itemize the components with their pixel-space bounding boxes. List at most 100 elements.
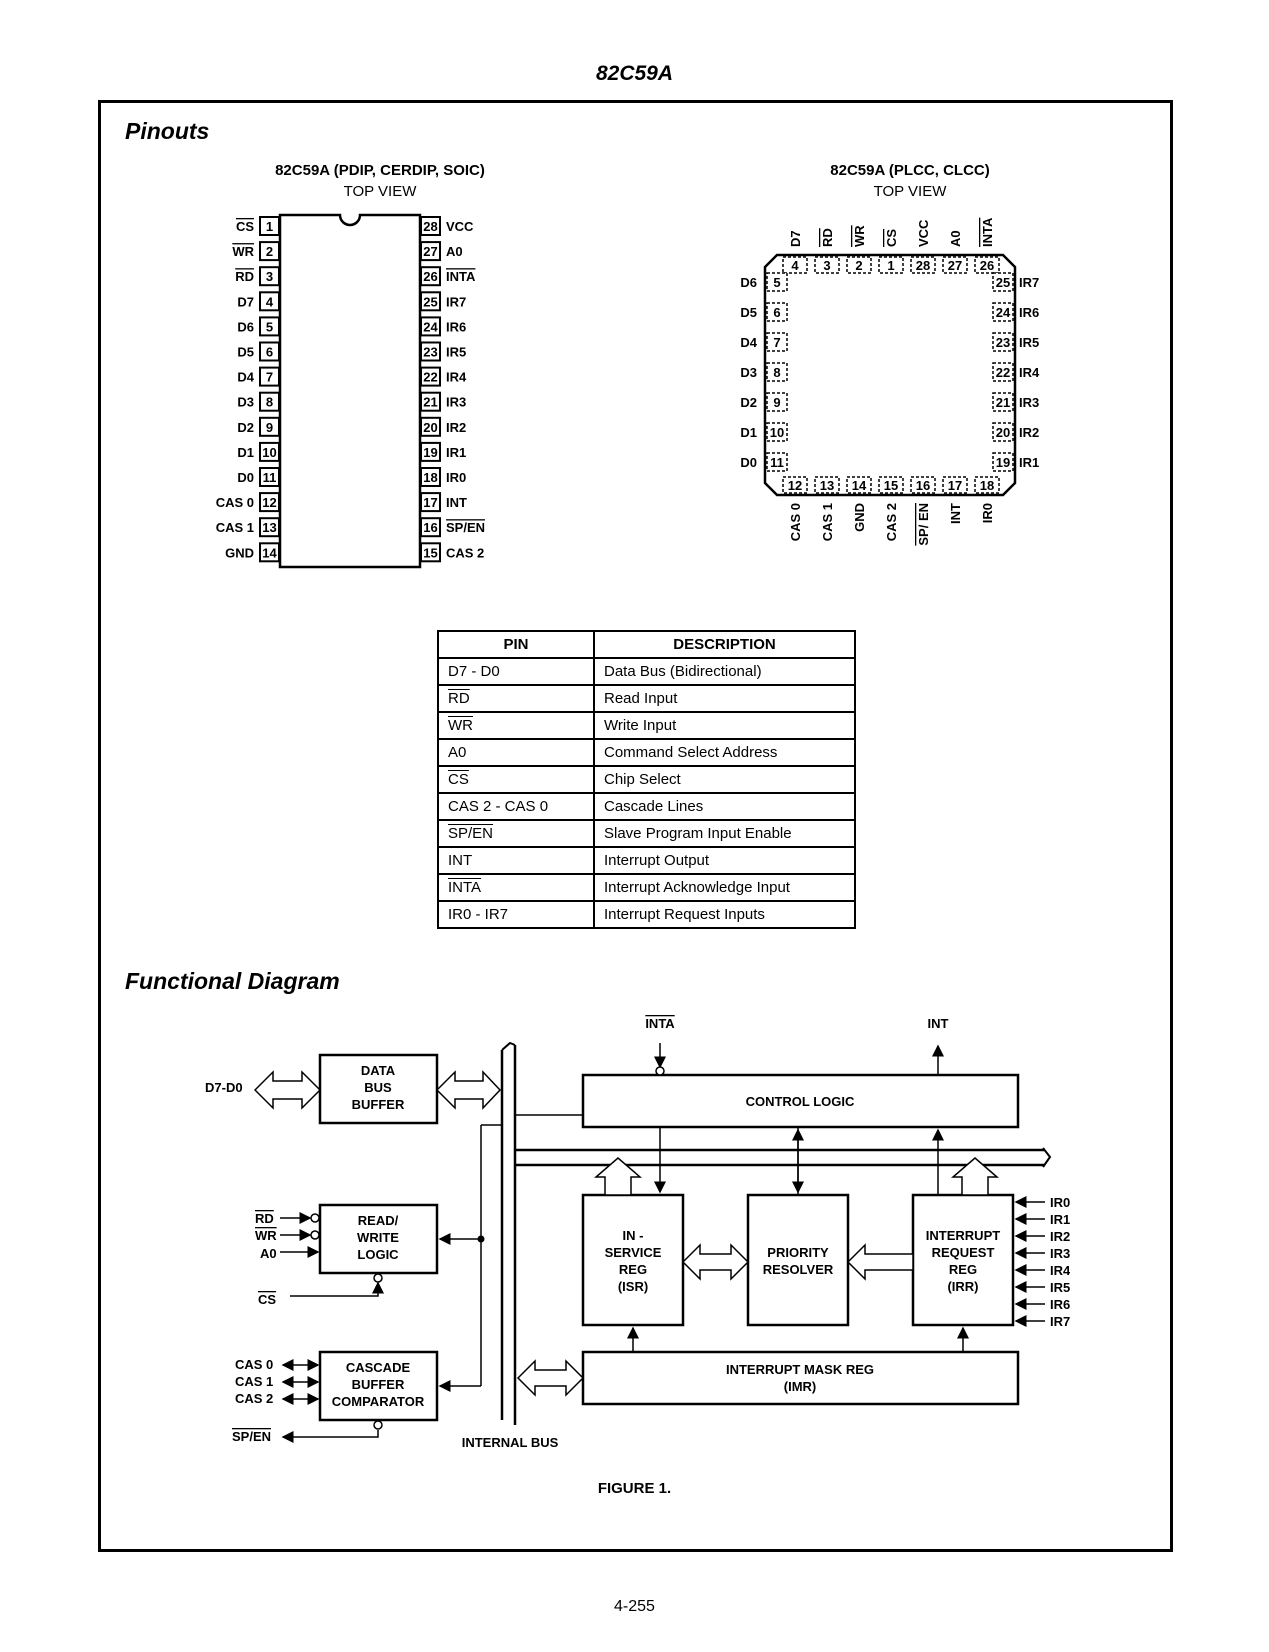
pin-name: CS — [448, 771, 469, 788]
plcc-pin-name: IR3 — [1019, 395, 1039, 410]
irr-bus-arrow — [950, 1157, 1000, 1196]
plcc-pin-number: 6 — [773, 305, 780, 320]
plcc-pin-number: 22 — [996, 365, 1010, 380]
dip-pin-number: 15 — [423, 545, 437, 560]
cas1-label: CAS 1 — [235, 1374, 273, 1389]
plcc-pin-number: 1 — [887, 258, 894, 273]
d7-d0-label: D7-D0 — [205, 1080, 243, 1095]
dip-pin-number: 14 — [262, 545, 277, 560]
irr-line3: REG — [949, 1262, 977, 1277]
spen-bubble — [373, 1420, 383, 1430]
pin-name: INT — [448, 852, 473, 869]
ir-input: IR5 — [1014, 1280, 1070, 1295]
table-row: CS Chip Select — [437, 765, 856, 794]
irr-line2: REQUEST — [932, 1245, 995, 1260]
dip-pin-number: 12 — [262, 495, 276, 510]
dip-pin-number: 6 — [266, 345, 273, 360]
dip-pin-name: D5 — [237, 345, 254, 360]
isr-line4: (ISR) — [618, 1279, 648, 1294]
irr-block — [911, 1193, 1015, 1327]
dip-pin-left: 4D7 — [237, 291, 280, 312]
plcc-pin-name: IR0 — [980, 503, 995, 523]
imr-line1: INTERRUPT MASK REG — [726, 1362, 874, 1377]
plcc-pin-name: D6 — [740, 275, 757, 290]
dip-pin-name: IR1 — [446, 445, 466, 460]
plcc-pin-left: 8 D3 — [740, 362, 788, 382]
ir-input: IR0 — [1014, 1195, 1070, 1210]
plcc-pin-number: 21 — [996, 395, 1010, 410]
dip-pin-name: INT — [446, 495, 467, 510]
imr-line2: (IMR) — [784, 1379, 817, 1394]
dip-pin-name: IR2 — [446, 420, 466, 435]
bus-imr-arrow — [516, 1359, 585, 1397]
plcc-pin-name: D1 — [740, 425, 757, 440]
description-cell: Interrupt Acknowledge Input — [593, 873, 856, 902]
cas2-label: CAS 2 — [235, 1391, 273, 1406]
dip-pin-name: INTA — [446, 269, 476, 284]
dip-pin-number: 11 — [263, 470, 277, 485]
dip-pin-number: 22 — [423, 370, 437, 385]
plcc-pin-number: 15 — [884, 478, 898, 493]
plcc-pin-name: RD — [820, 228, 835, 247]
internal-bus — [500, 1045, 517, 1425]
plcc-pin-number: 12 — [788, 478, 802, 493]
dip-pin-name: CAS 2 — [446, 545, 484, 560]
pin-name: SP/EN — [448, 825, 494, 842]
table-header-row: PIN DESCRIPTION — [437, 630, 856, 659]
functional-diagram-title: Functional Diagram — [125, 968, 340, 994]
plcc-pin-name: D0 — [740, 455, 757, 470]
dip-caption: 82C59A (PDIP, CERDIP, SOIC) TOP VIEW — [220, 160, 540, 202]
plcc-pin-number: 17 — [948, 478, 962, 493]
plcc-pin-name: WR — [852, 225, 867, 247]
plcc-pin-number: 3 — [823, 258, 830, 273]
plcc-caption-title: 82C59A (PLCC, CLCC) — [830, 162, 990, 179]
plcc-pin-top: 3 RD — [814, 228, 840, 274]
plcc-pin-name: SP/ EN — [916, 503, 931, 546]
isr-line3: REG — [619, 1262, 647, 1277]
data-bus-external-arrow — [253, 1070, 322, 1110]
plcc-pin-name: GND — [852, 503, 867, 532]
dip-pin-name: D7 — [237, 294, 254, 309]
pin-cell: D7 - D0 — [437, 657, 595, 686]
irr-line4: (IRR) — [947, 1279, 978, 1294]
pin-cell: CAS 2 - CAS 0 — [437, 792, 595, 821]
plcc-pin-number: 16 — [916, 478, 930, 493]
spen-label: SP/EN — [232, 1429, 271, 1444]
plcc-pin-number: 8 — [773, 365, 780, 380]
plcc-pin-name: D3 — [740, 365, 757, 380]
plcc-pin-top: 2WR — [846, 225, 872, 274]
plcc-pin-name: IR2 — [1019, 425, 1039, 440]
cas-arrows — [281, 1359, 320, 1405]
bus-junction-dot — [477, 1235, 485, 1243]
plcc-pin-name: CS — [884, 229, 899, 247]
description-cell: Command Select Address — [593, 738, 856, 767]
dip-pin-number: 13 — [262, 520, 276, 535]
dip-pin-number: 7 — [266, 370, 273, 385]
dip-pin-name: CAS 0 — [216, 495, 254, 510]
dip-pin-name: D1 — [237, 445, 254, 460]
plcc-pin-number: 28 — [916, 258, 930, 273]
description-cell: Interrupt Request Inputs — [593, 900, 856, 929]
description-cell: Chip Select — [593, 765, 856, 794]
data-bus-internal-arrow — [435, 1070, 502, 1110]
dip-pin-name: CAS 1 — [216, 520, 254, 535]
horizontal-internal-bus — [515, 1148, 1045, 1167]
dip-pin-number: 23 — [423, 345, 437, 360]
dip-pin-number: 2 — [266, 244, 273, 259]
ir-input: IR3 — [1014, 1246, 1070, 1261]
dip-caption-title: 82C59A (PDIP, CERDIP, SOIC) — [275, 162, 485, 179]
isr-line1: IN - — [623, 1228, 644, 1243]
